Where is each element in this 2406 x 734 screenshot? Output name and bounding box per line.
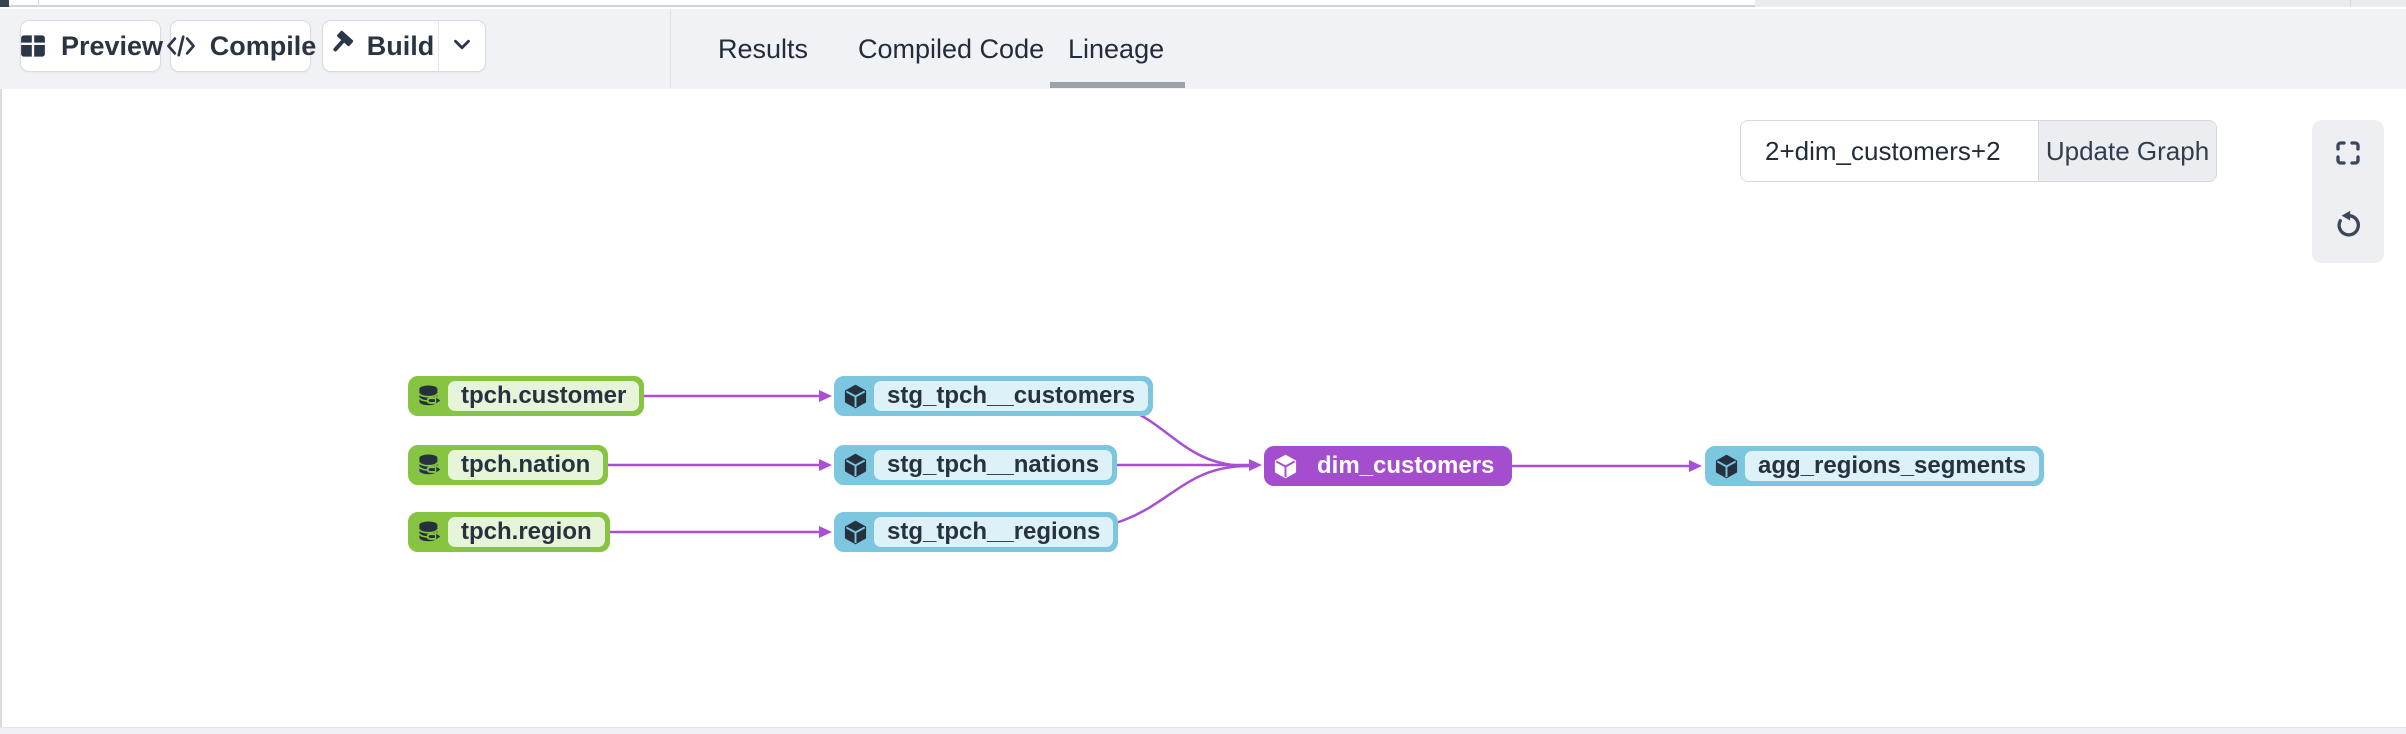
- chevron-down-icon: [449, 31, 475, 62]
- tab-compiled-code-label: Compiled Code: [858, 33, 1045, 64]
- table-icon: [18, 31, 48, 61]
- toolbar: Preview Compile: [0, 9, 2406, 89]
- lineage-node-tpch-nation[interactable]: tpch.nation: [408, 445, 609, 485]
- lineage-node-stg-tpch-nations[interactable]: stg_tpch__nations: [834, 445, 1118, 485]
- active-tab-underline: [1050, 82, 1185, 88]
- preview-button[interactable]: Preview: [18, 20, 164, 72]
- compile-button-label: Compile: [209, 30, 317, 61]
- fullscreen-button[interactable]: [2316, 124, 2380, 188]
- model-selector-group: Update Graph: [1740, 120, 2217, 182]
- cube-icon: [836, 378, 874, 414]
- lineage-node-dim-customers[interactable]: dim_customers: [1264, 446, 1513, 486]
- tab-compiled-code[interactable]: Compiled Code: [858, 9, 1044, 89]
- lineage-view-controls: [2312, 120, 2384, 263]
- preview-button-label: Preview: [60, 30, 164, 61]
- cube-icon: [836, 447, 874, 483]
- tab-divider: [38, 0, 39, 7]
- node-label: tpch.nation: [448, 450, 604, 480]
- node-label: stg_tpch__customers: [874, 381, 1149, 411]
- cube-icon: [1266, 448, 1304, 484]
- top-tab-bar-edge: [0, 0, 2406, 7]
- build-button[interactable]: Build: [323, 21, 438, 71]
- node-label: tpch.customer: [448, 381, 640, 411]
- tab-lineage[interactable]: Lineage: [1068, 9, 1164, 89]
- toolbar-divider: [670, 10, 671, 88]
- tab-divider: [2350, 0, 2351, 7]
- lineage-node-agg-regions-segments[interactable]: agg_regions_segments: [1705, 446, 2045, 486]
- fullscreen-icon: [2332, 137, 2364, 174]
- lineage-edges: [540, 390, 1702, 538]
- tab-lineage-label: Lineage: [1068, 33, 1165, 64]
- cube-icon: [1707, 448, 1745, 484]
- lineage-node-stg-tpch-regions[interactable]: stg_tpch__regions: [834, 512, 1119, 552]
- node-label: stg_tpch__nations: [874, 450, 1113, 480]
- node-label: dim_customers: [1317, 452, 1495, 479]
- build-button-label: Build: [366, 30, 435, 61]
- build-button-group: Build: [322, 20, 486, 72]
- node-label: agg_regions_segments: [1745, 451, 2040, 481]
- database-icon: [410, 514, 448, 550]
- code-icon: [165, 31, 197, 61]
- node-label: stg_tpch__regions: [874, 517, 1114, 547]
- cube-icon: [836, 514, 874, 550]
- lineage-selector-input[interactable]: [1741, 121, 2038, 181]
- lineage-canvas[interactable]: tpch.customer tpch.nation: [0, 89, 2406, 727]
- build-dropdown-button[interactable]: [438, 21, 485, 71]
- node-label: tpch.region: [448, 517, 605, 547]
- bottom-panel-edge: [0, 727, 2406, 734]
- database-icon: [410, 447, 448, 483]
- tab-results-label: Results: [718, 33, 809, 64]
- lineage-node-stg-tpch-customers[interactable]: stg_tpch__customers: [834, 376, 1154, 416]
- database-icon: [410, 378, 448, 414]
- lineage-node-tpch-region[interactable]: tpch.region: [408, 512, 610, 552]
- reset-icon: [2332, 209, 2364, 246]
- compile-button[interactable]: Compile: [166, 20, 316, 72]
- top-left-fragment: [0, 0, 9, 7]
- lineage-node-tpch-customer[interactable]: tpch.customer: [408, 376, 645, 416]
- tab-results[interactable]: Results: [718, 9, 808, 89]
- top-bar-gray-section: [1755, 0, 2406, 7]
- reset-view-button[interactable]: [2316, 195, 2380, 259]
- hammer-icon: [327, 29, 355, 64]
- update-graph-button[interactable]: Update Graph: [2038, 121, 2216, 181]
